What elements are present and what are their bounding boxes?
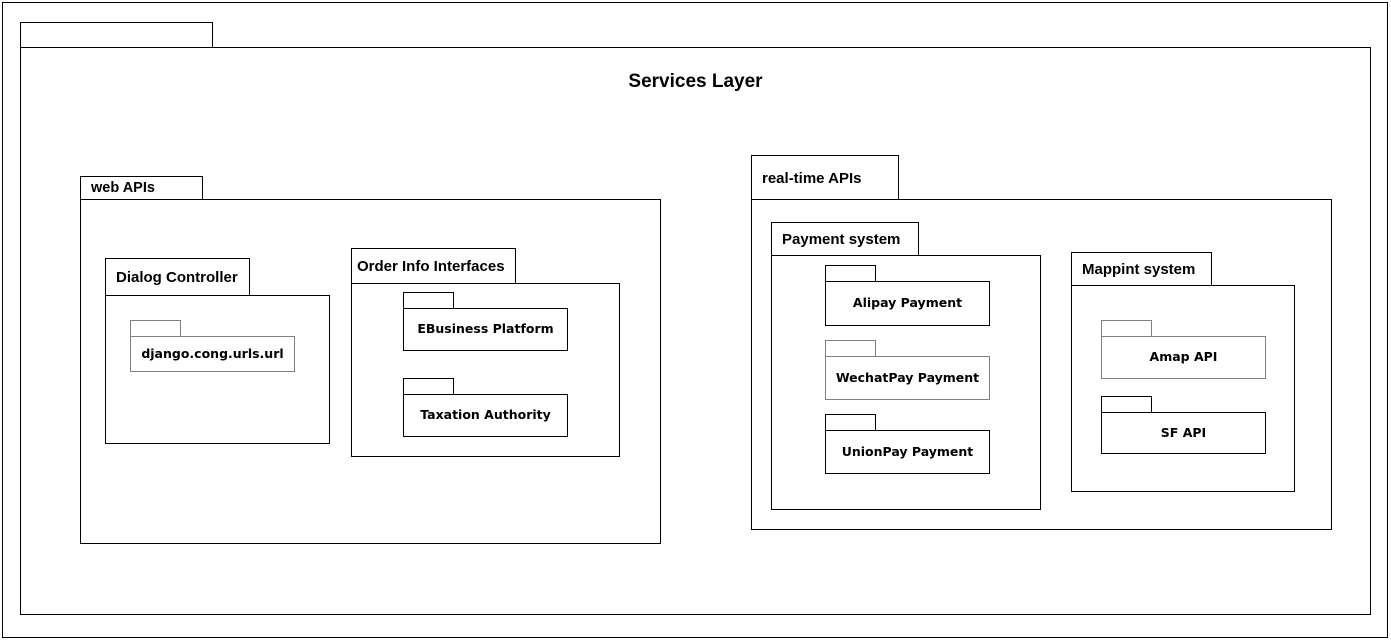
page-title: Services Layer: [628, 71, 763, 92]
package-body-django-cong-urls-url[interactable]: django.cong.urls.url: [130, 336, 295, 372]
package-tab-taxation-authority: [403, 378, 454, 395]
package-body-sf-api[interactable]: SF API: [1101, 412, 1266, 454]
package-label-alipay-payment: Alipay Payment: [852, 295, 963, 311]
package-tab-label-dialog-controller: Dialog Controller: [116, 269, 238, 286]
package-tab-label-real-time-apis: real-time APIs: [762, 169, 862, 187]
package-tab-mappint-system[interactable]: Mappint system: [1071, 252, 1212, 286]
package-body-wechatpay-payment[interactable]: WechatPay Payment: [825, 356, 990, 400]
package-tab-unionpay-payment: [825, 414, 876, 431]
package-tab-label-mappint-system: Mappint system: [1082, 261, 1196, 278]
package-label-sf-api: SF API: [1160, 424, 1207, 440]
package-label-wechatpay-payment: WechatPay Payment: [835, 369, 980, 385]
package-body-taxation-authority[interactable]: Taxation Authority: [403, 394, 568, 437]
package-tab-web-apis[interactable]: web APIs: [80, 176, 203, 200]
package-label-unionpay-payment: UnionPay Payment: [841, 443, 974, 459]
package-tab-label-web-apis: web APIs: [91, 180, 155, 197]
package-body-unionpay-payment[interactable]: UnionPay Payment: [825, 430, 990, 474]
package-tab-label-order-info-interfaces: Order Info Interfaces: [357, 258, 505, 275]
package-tab-dialog-controller[interactable]: Dialog Controller: [105, 258, 250, 296]
package-body-amap-api[interactable]: Amap API: [1101, 336, 1266, 379]
package-tab-wechatpay-payment: [825, 340, 876, 357]
package-tab-services-layer[interactable]: [20, 22, 213, 48]
package-label-taxation-authority: Taxation Authority: [420, 407, 551, 423]
package-tab-ebusiness-platform: [403, 292, 454, 309]
package-label-django-cong-urls-url: django.cong.urls.url: [141, 345, 284, 361]
package-body-mappint-system: [1071, 285, 1295, 492]
package-body-alipay-payment[interactable]: Alipay Payment: [825, 281, 990, 326]
package-tab-django-cong-urls-url: [130, 320, 181, 337]
package-body-ebusiness-platform[interactable]: EBusiness Platform: [403, 308, 568, 351]
package-tab-payment-system[interactable]: Payment system: [771, 222, 919, 256]
package-tab-label-payment-system: Payment system: [782, 231, 901, 248]
package-tab-real-time-apis[interactable]: real-time APIs: [751, 155, 899, 200]
package-tab-sf-api: [1101, 396, 1152, 413]
package-tab-order-info-interfaces[interactable]: Order Info Interfaces: [351, 248, 516, 284]
package-label-ebusiness-platform: EBusiness Platform: [417, 321, 554, 337]
package-label-amap-api: Amap API: [1149, 349, 1218, 365]
package-tab-amap-api: [1101, 320, 1152, 337]
package-tab-alipay-payment: [825, 265, 876, 282]
